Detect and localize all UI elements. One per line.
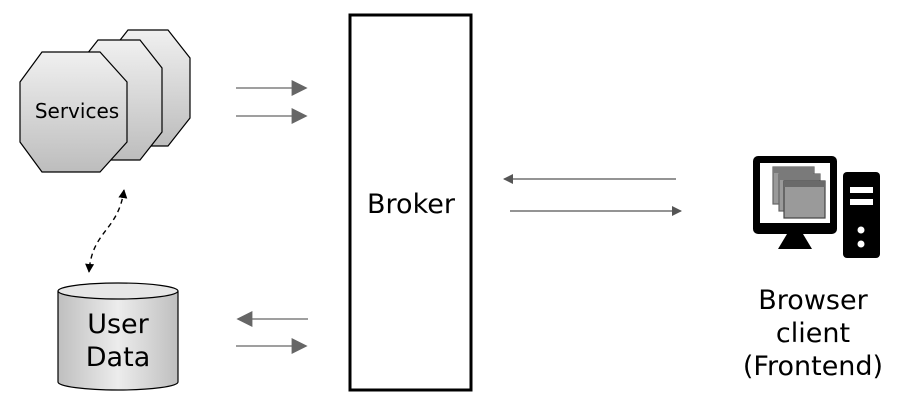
services-octagon-front xyxy=(19,51,128,173)
database-cylinder-icon xyxy=(57,282,179,391)
broker-label: Broker xyxy=(367,189,456,220)
services-label: Services xyxy=(35,99,119,123)
services-icon xyxy=(19,29,191,173)
user-data-label-line-1: User xyxy=(87,309,149,340)
browser-client-label-line-2: client xyxy=(776,318,850,349)
services-userdata-dashed-arrow xyxy=(85,189,128,273)
desktop-computer-icon xyxy=(753,156,880,258)
browser-client-label-line-3: (Frontend) xyxy=(743,351,883,382)
broker-box xyxy=(348,13,473,392)
user-data-label-line-2: Data xyxy=(86,342,150,373)
browser-client-label-line-1: Browser xyxy=(758,285,868,316)
